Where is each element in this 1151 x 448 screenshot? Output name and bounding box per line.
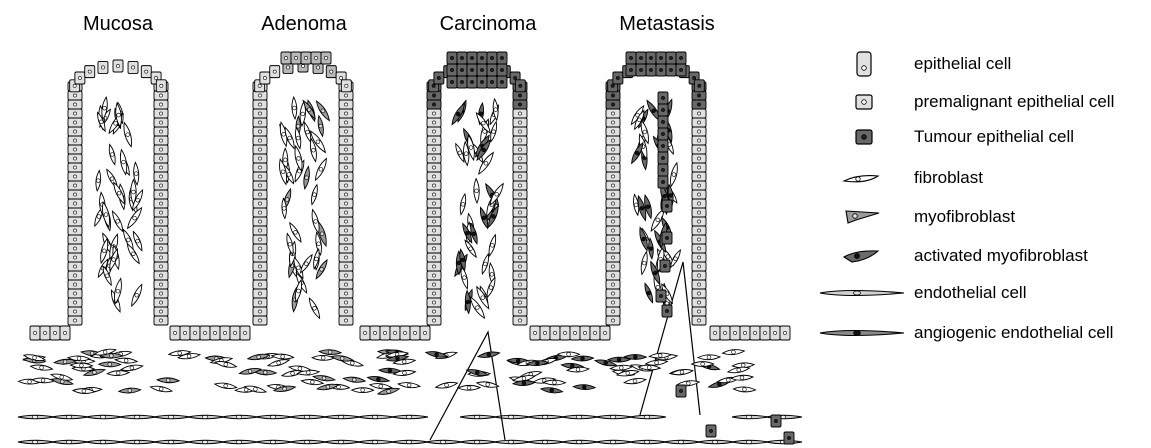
legend-label: fibroblast [914, 168, 983, 187]
legend-item-tumour-epithelial-cell: Tumour epithelial cell [856, 127, 1074, 146]
stroma-carcinoma [367, 99, 567, 394]
surface-epithelium [30, 326, 790, 340]
tissue-illustration [18, 52, 802, 444]
legend-item-fibroblast: fibroblast [844, 168, 983, 187]
angiogenic-endothelial-cell-icon [820, 331, 904, 336]
endothelial-cell-icon [820, 291, 904, 296]
legend-item-epithelial-cell: epithelial cell [857, 52, 1011, 76]
legend-label: activated myofibroblast [914, 246, 1088, 265]
legend-label: Tumour epithelial cell [914, 127, 1074, 146]
stage-title-metastasis: Metastasis [619, 13, 715, 35]
crypt-metastasis [606, 52, 794, 444]
legend-item-activated-myofibroblast: activated myofibroblast [844, 246, 1088, 265]
legend-label: endothelial cell [914, 283, 1026, 302]
activated-myofibroblast-icon [844, 251, 878, 262]
myofibroblast-icon [846, 211, 879, 223]
stage-title-mucosa: Mucosa [83, 13, 154, 35]
legend-item-endothelial-cell: endothelial cell [820, 283, 1026, 302]
legend-label: premalignant epithelial cell [914, 92, 1114, 111]
legend: epithelial cell premalignant epithelial … [820, 52, 1114, 342]
legend-item-angiogenic-endothelial-cell: angiogenic endothelial cell [820, 323, 1113, 342]
stroma-mucosa [18, 97, 200, 394]
angiogenic-sprout [640, 262, 700, 415]
blood-vessels [18, 262, 802, 444]
epithelial-cell-icon [857, 52, 871, 76]
legend-label: angiogenic endothelial cell [914, 323, 1113, 342]
legend-item-myofibroblast: myofibroblast [846, 207, 1015, 226]
fibroblast-icon [844, 176, 878, 182]
stage-titles: Mucosa Adenoma Carcinoma Metastasis [83, 13, 715, 35]
legend-label: epithelial cell [914, 54, 1011, 73]
stage-title-carcinoma: Carcinoma [440, 13, 538, 35]
stage-title-adenoma: Adenoma [261, 13, 347, 35]
stroma-adenoma [205, 97, 400, 396]
legend-label: myofibroblast [914, 207, 1015, 226]
legend-item-premalignant-epithelial-cell: premalignant epithelial cell [856, 92, 1114, 111]
stroma-metastasis [558, 99, 756, 393]
